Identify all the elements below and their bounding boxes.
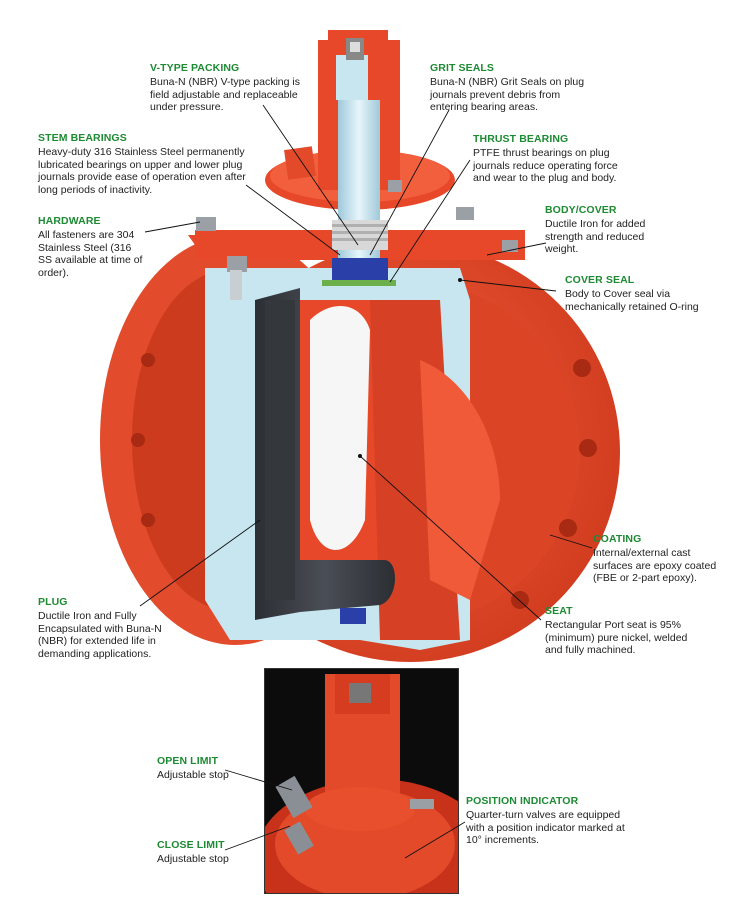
- stem: [322, 38, 396, 286]
- callout-title: CLOSE LIMIT: [157, 839, 225, 851]
- callout-title: V-TYPE PACKING: [150, 62, 240, 74]
- callout-text: Ductile Iron for added strength and redu…: [545, 217, 646, 256]
- callout-title: STEM BEARINGS: [38, 132, 127, 144]
- callout-position-indicator: POSITION INDICATOR Quarter-turn valves a…: [466, 795, 666, 847]
- top-view-inset: [264, 668, 459, 894]
- callout-title: THRUST BEARING: [473, 133, 569, 145]
- callout-body-cover: BODY/COVER Ductile Iron for added streng…: [545, 204, 675, 256]
- callout-text: Adjustable stop: [157, 852, 229, 865]
- callout-v-type-packing: V-TYPE PACKING Buna-N (NBR) V-type packi…: [150, 62, 315, 114]
- callout-open-limit: OPEN LIMIT Adjustable stop: [157, 755, 257, 782]
- callout-cover-seal: COVER SEAL Body to Cover seal via mechan…: [565, 274, 725, 313]
- plug: [255, 288, 396, 620]
- callout-close-limit: CLOSE LIMIT Adjustable stop: [157, 839, 257, 866]
- callout-title: HARDWARE: [38, 215, 101, 227]
- callout-seat: SEAT Rectangular Port seat is 95% (minim…: [545, 605, 720, 657]
- callout-text: Quarter-turn valves are equipped with a …: [466, 808, 625, 847]
- callout-title: BODY/COVER: [545, 204, 617, 216]
- callout-text: Heavy-duty 316 Stainless Steel permanent…: [38, 145, 246, 197]
- callout-title: OPEN LIMIT: [157, 755, 219, 767]
- callout-stem-bearings: STEM BEARINGS Heavy-duty 316 Stainless S…: [38, 132, 278, 197]
- callout-title: SEAT: [545, 605, 573, 617]
- callout-text: Body to Cover seal via mechanically reta…: [565, 287, 699, 313]
- callout-plug: PLUG Ductile Iron and Fully Encapsulated…: [38, 596, 198, 661]
- callout-thrust-bearing: THRUST BEARING PTFE thrust bearings on p…: [473, 133, 643, 185]
- callout-text: Internal/external cast surfaces are epox…: [593, 546, 717, 585]
- callout-text: Ductile Iron and Fully Encapsulated with…: [38, 609, 162, 661]
- callout-text: Buna-N (NBR) Grit Seals on plug journals…: [430, 75, 585, 114]
- callout-text: Buna-N (NBR) V-type packing is field adj…: [150, 75, 300, 114]
- callout-text: All fasteners are 304 Stainless Steel (3…: [38, 228, 143, 280]
- callout-title: COATING: [593, 533, 642, 545]
- callout-title: PLUG: [38, 596, 68, 608]
- callout-title: POSITION INDICATOR: [466, 795, 579, 807]
- leader-lines: [139, 104, 593, 621]
- callout-hardware: HARDWARE All fasteners are 304 Stainless…: [38, 215, 168, 280]
- callout-title: COVER SEAL: [565, 274, 635, 286]
- callout-grit-seals: GRIT SEALS Buna-N (NBR) Grit Seals on pl…: [430, 62, 600, 114]
- callout-coating: COATING Internal/external cast surfaces …: [593, 533, 733, 585]
- callout-text: PTFE thrust bearings on plug journals re…: [473, 146, 618, 185]
- callout-text: Rectangular Port seat is 95% (minimum) p…: [545, 618, 688, 657]
- callout-title: GRIT SEALS: [430, 62, 495, 74]
- lower-bearing: [340, 608, 366, 624]
- top-view-illustration: [265, 674, 458, 893]
- hardware-bolts: [196, 180, 518, 300]
- callout-text: Adjustable stop: [157, 768, 229, 781]
